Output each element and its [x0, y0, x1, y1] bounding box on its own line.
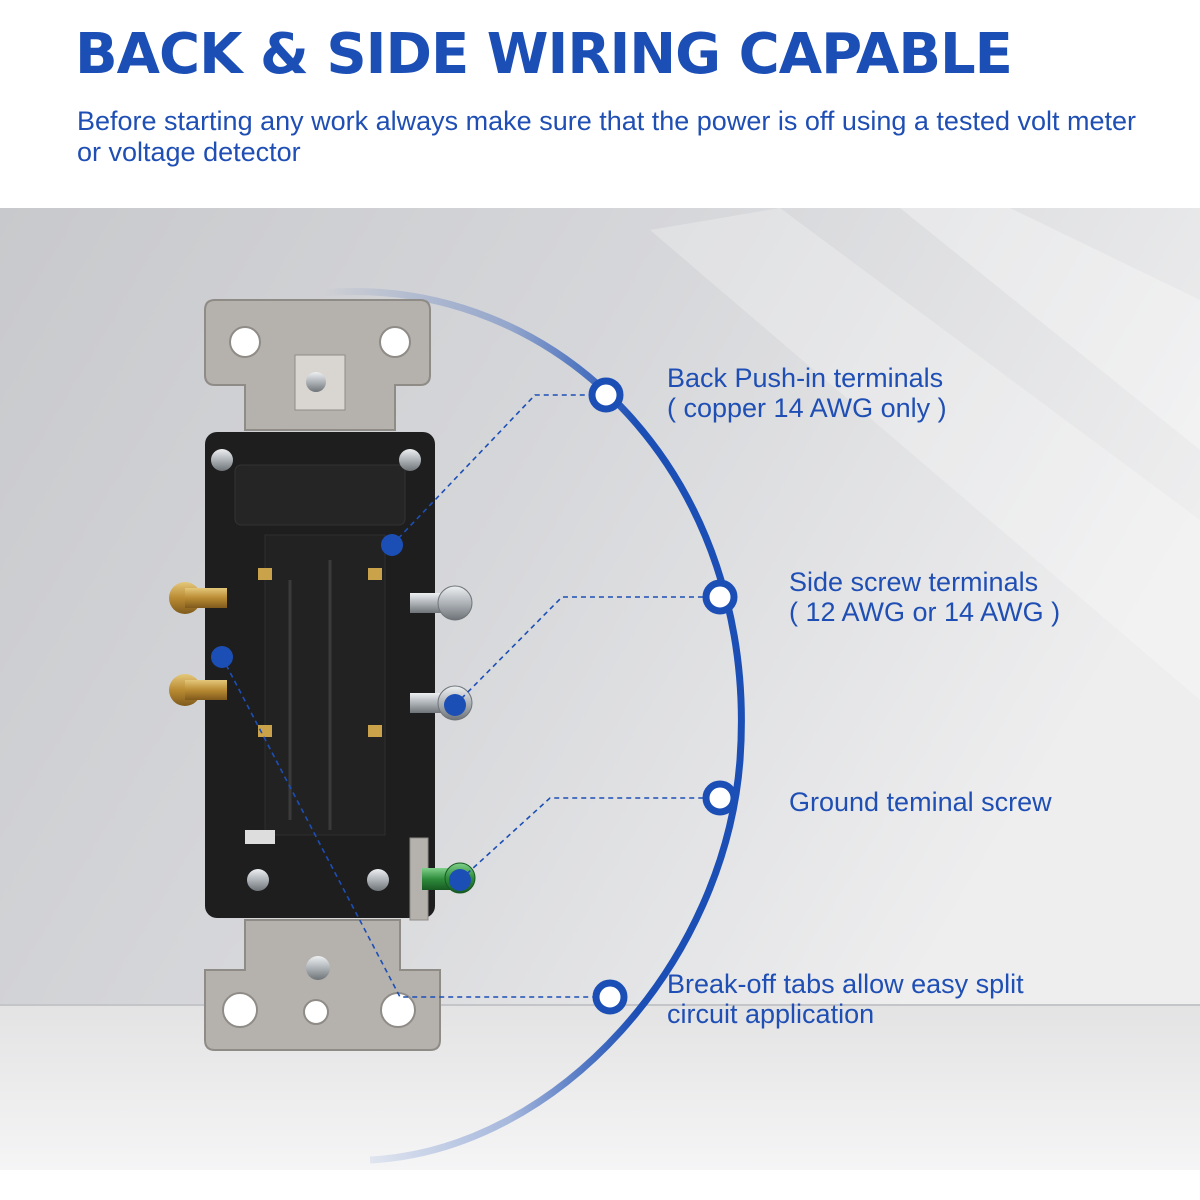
receptacle-photo: [0, 208, 1200, 1170]
callout-line: Ground teminal screw: [789, 787, 1052, 817]
callout-line: ( copper 14 AWG only ): [667, 393, 947, 423]
callout-dot: [588, 377, 624, 413]
callout-dot: [592, 979, 628, 1015]
callout-line: ( 12 AWG or 14 AWG ): [789, 597, 1061, 627]
callout-side-screw: Side screw terminals ( 12 AWG or 14 AWG …: [789, 567, 1060, 627]
callout-back-push-in: Back Push-in terminals ( copper 14 AWG o…: [667, 363, 947, 423]
brass-terminal-screw: [169, 582, 227, 614]
safety-note: Before starting any work always make sur…: [77, 106, 1137, 167]
callout-line: circuit application: [667, 999, 875, 1029]
headline: BACK & SIDE WIRING CAPABLE: [75, 22, 1013, 87]
callout-dot: [702, 579, 738, 615]
callout-dot: [702, 780, 738, 816]
callout-line: Break-off tabs allow easy split: [667, 969, 1024, 999]
callout-break-off-tabs: Break-off tabs allow easy split circuit …: [667, 969, 1024, 1029]
callout-line: Back Push-in terminals: [667, 363, 944, 393]
brass-terminal-screw: [169, 674, 227, 706]
callout-line: Side screw terminals: [789, 567, 1039, 597]
callout-ground-screw: Ground teminal screw: [789, 787, 1052, 817]
silver-terminal-screw: [410, 585, 473, 621]
